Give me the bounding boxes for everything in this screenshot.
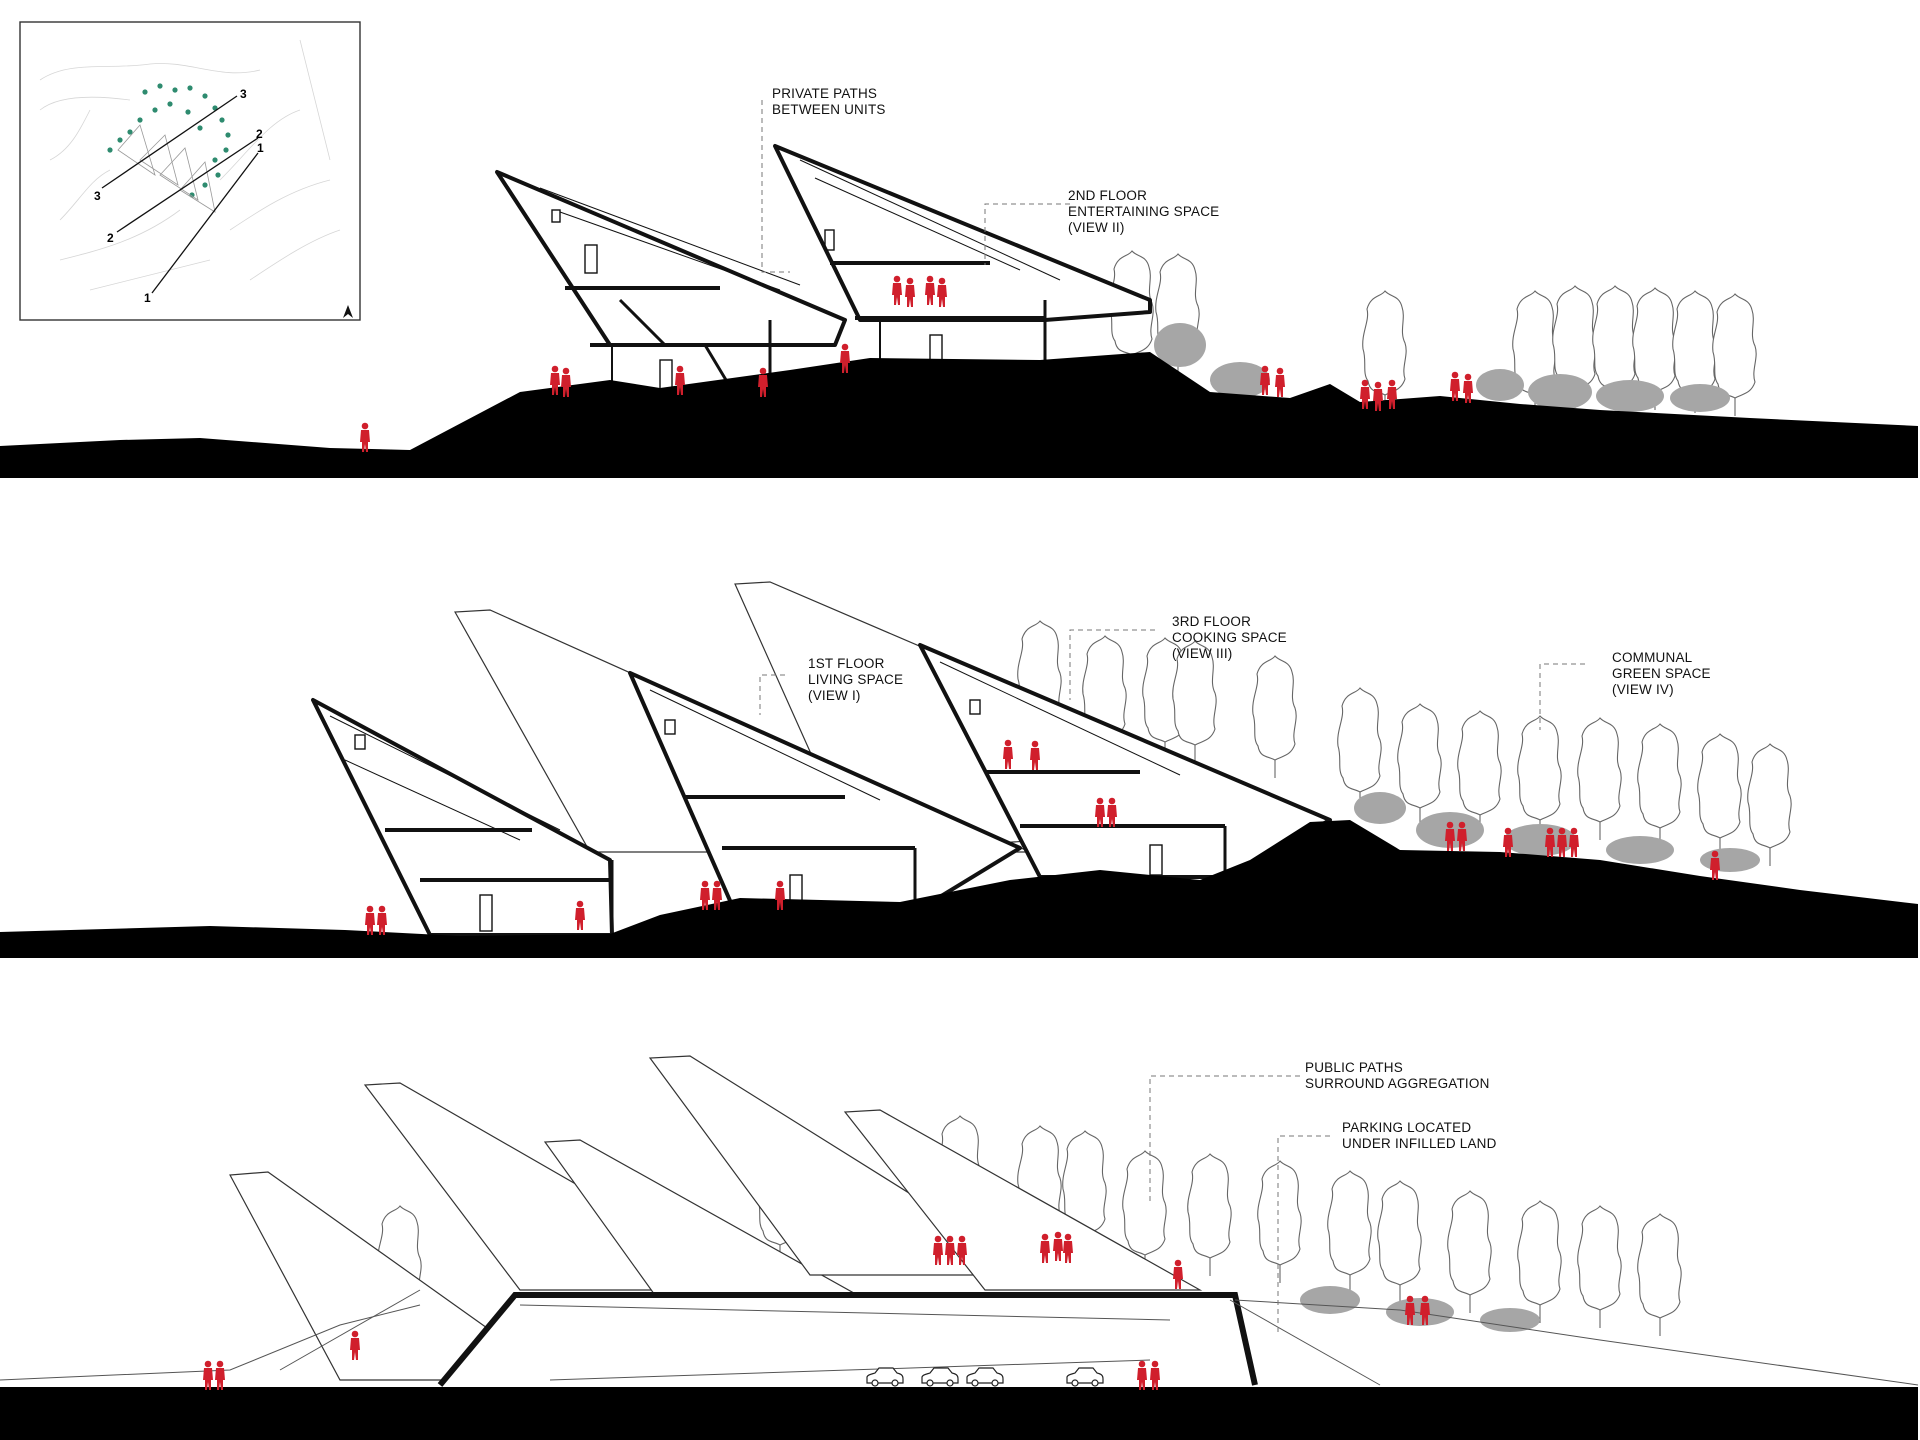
key-plan-tree-dot xyxy=(167,101,173,107)
section-3: 3 xyxy=(0,100,1918,478)
key-plan-contours xyxy=(39,39,341,291)
key-plan-units xyxy=(117,124,216,213)
key-plan-tree-dot xyxy=(215,172,221,178)
parking-ramp-lines xyxy=(519,1304,1171,1381)
person-figure xyxy=(1275,367,1285,397)
section-1-number: 1 xyxy=(8,1419,15,1433)
cut-1-end-label: 1 xyxy=(257,141,264,155)
public-paths-label: PUBLIC PATHS SURROUND AGGREGATION xyxy=(1305,1060,1490,1091)
key-plan-tree-dot xyxy=(197,125,203,131)
key-plan-map: 3 3 2 2 1 1 xyxy=(19,21,361,321)
parking-structure xyxy=(437,1292,1258,1387)
key-plan-tree-dot xyxy=(127,129,133,135)
key-plan-tree-dot xyxy=(212,157,218,163)
person-figure xyxy=(360,422,370,452)
key-plan-trees xyxy=(107,83,231,198)
living-space-label: 1ST FLOOR LIVING SPACE (VIEW I) xyxy=(808,656,904,703)
key-plan-tree-dot xyxy=(107,147,113,153)
section-1: 1 xyxy=(0,1055,1919,1440)
section-1-leaders xyxy=(1149,1075,1330,1335)
section-cut-lines xyxy=(101,95,259,294)
key-plan-tree-dot xyxy=(187,85,193,91)
key-plan-tree-dot xyxy=(219,117,225,123)
key-plan-tree-dot xyxy=(202,93,208,99)
section-1-ground xyxy=(0,1387,1918,1440)
section-2-ground xyxy=(0,820,1918,958)
cut-2-start-label: 2 xyxy=(107,231,114,245)
key-plan-tree-dot xyxy=(212,105,218,111)
parking-label: PARKING LOCATED UNDER INFILLED LAND xyxy=(1342,1120,1497,1151)
key-plan-tree-dot xyxy=(172,87,178,93)
section-3-shrubs xyxy=(1154,323,1730,412)
entertaining-space-label: 2ND FLOOR ENTERTAINING SPACE (VIEW II) xyxy=(1068,188,1220,235)
key-plan-tree-dot xyxy=(223,147,229,153)
key-plan-tree-dot xyxy=(142,89,148,95)
person-figure xyxy=(377,905,387,935)
cut-2-end-label: 2 xyxy=(256,127,263,141)
person-figure xyxy=(365,905,375,935)
section-3-number: 3 xyxy=(8,461,15,475)
north-arrow-icon xyxy=(343,305,353,318)
section-2-leaders xyxy=(759,629,1585,730)
private-paths-label: PRIVATE PATHS BETWEEN UNITS xyxy=(772,86,886,117)
key-plan-tree-dot xyxy=(137,117,143,123)
cut-1-start-label: 1 xyxy=(144,291,151,305)
section-3-ground xyxy=(0,352,1918,478)
person-figure xyxy=(203,1360,213,1390)
section-2: 2 xyxy=(0,581,1918,958)
cut-3-end-label: 3 xyxy=(240,87,247,101)
key-plan-tree-dot xyxy=(117,137,123,143)
section-1-slopes xyxy=(0,1289,1919,1386)
key-plan-tree-dot xyxy=(152,107,158,113)
key-plan-tree-dot xyxy=(185,109,191,115)
cut-3-start-label: 3 xyxy=(94,189,101,203)
key-plan-tree-dot xyxy=(157,83,163,89)
key-plan-tree-dot xyxy=(225,132,231,138)
cooking-space-label: 3RD FLOOR COOKING SPACE (VIEW III) xyxy=(1172,614,1287,661)
section-3-unit-a xyxy=(495,170,847,396)
person-figure xyxy=(215,1360,225,1390)
communal-green-label: COMMUNAL GREEN SPACE (VIEW IV) xyxy=(1612,650,1711,697)
section-3-leaders xyxy=(761,100,1070,273)
person-figure xyxy=(1450,371,1460,401)
section-2-number: 2 xyxy=(8,941,15,955)
key-plan-tree-dot xyxy=(202,182,208,188)
